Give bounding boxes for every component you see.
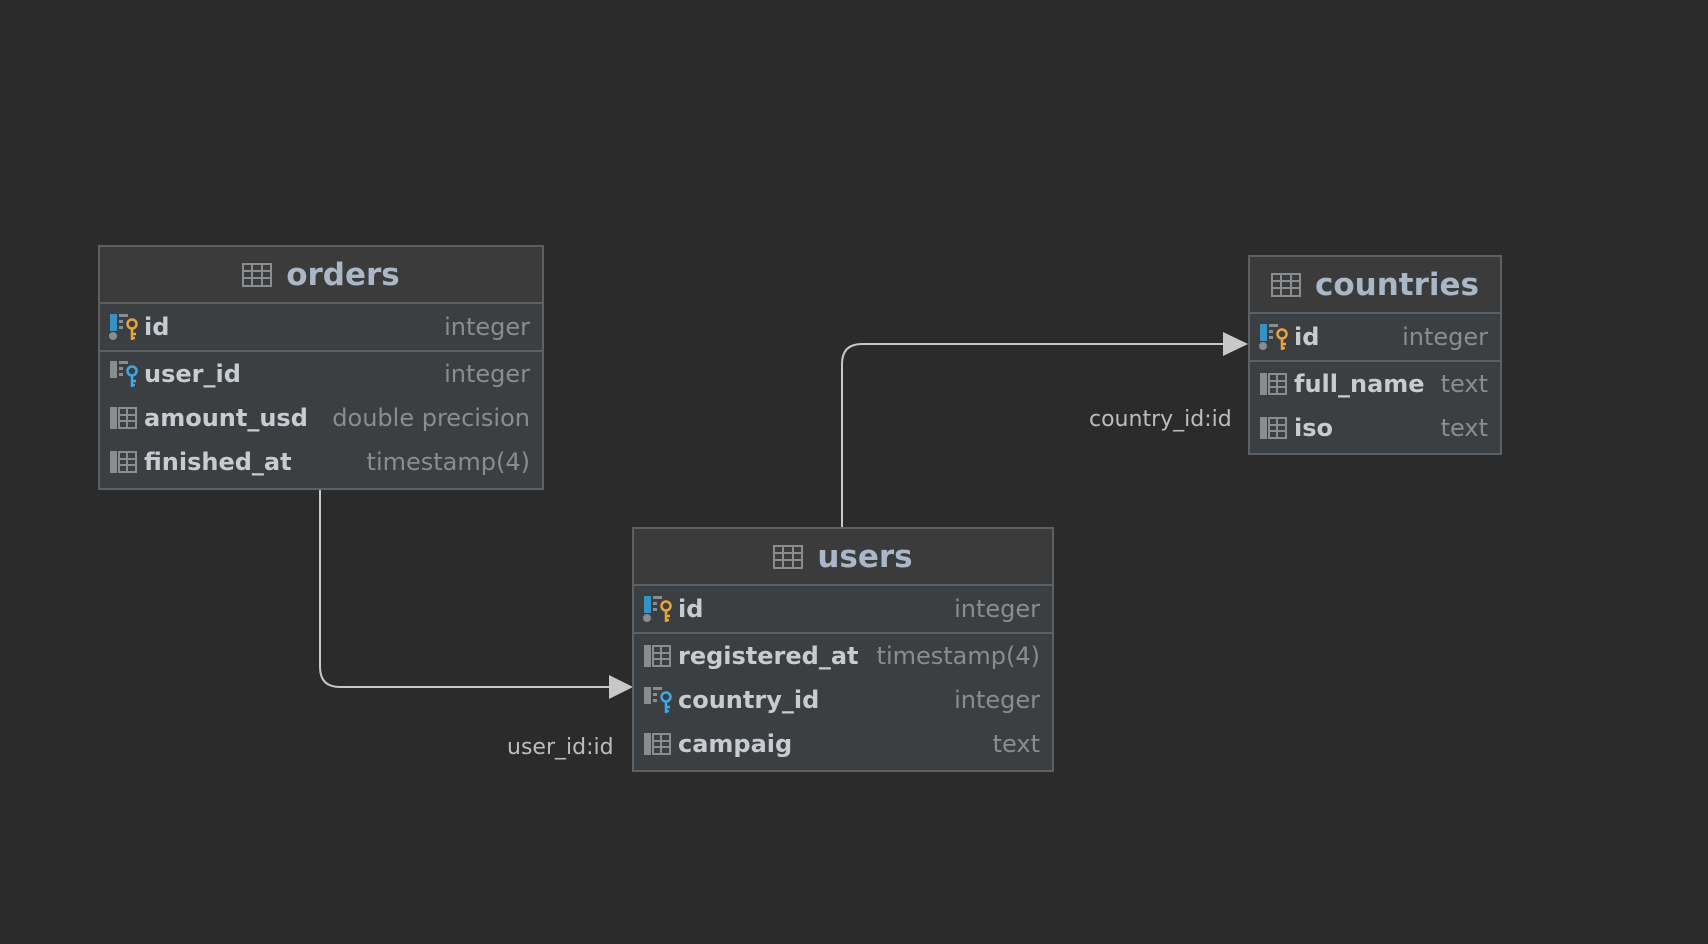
column-icon xyxy=(1259,369,1289,399)
column-type: timestamp(4) xyxy=(876,642,1040,670)
primary-key-column-icon xyxy=(1259,322,1289,352)
table-icon xyxy=(773,544,804,569)
column-name: id xyxy=(144,313,170,341)
column-icon xyxy=(643,729,673,759)
column-row[interactable]: id integer xyxy=(634,586,1052,634)
column-name: id xyxy=(678,595,704,623)
column-type: integer xyxy=(444,360,530,388)
table-title: countries xyxy=(1314,266,1480,303)
column-name: finished_at xyxy=(144,448,292,476)
table-header[interactable]: users xyxy=(634,529,1052,586)
primary-key-column-icon xyxy=(109,312,139,342)
relation-orders-users[interactable] xyxy=(319,489,633,699)
column-icon xyxy=(109,447,139,477)
table-header[interactable]: orders xyxy=(100,247,542,304)
table-icon xyxy=(1270,272,1301,297)
table-title: orders xyxy=(286,256,400,293)
column-name: user_id xyxy=(144,360,241,388)
column-row[interactable]: user_id integer xyxy=(100,352,542,396)
column-row[interactable]: finished_at timestamp(4) xyxy=(100,440,542,484)
table-users[interactable]: users id integer registered_at timestamp… xyxy=(632,527,1054,772)
column-type: integer xyxy=(1402,323,1488,351)
column-type: text xyxy=(1440,370,1488,398)
arrowhead-icon xyxy=(609,675,633,699)
relation-label-country-id: country_id:id xyxy=(1089,407,1232,432)
column-name: registered_at xyxy=(678,642,859,670)
column-row[interactable]: id integer xyxy=(1250,314,1500,362)
column-icon xyxy=(109,403,139,433)
foreign-key-column-icon xyxy=(109,359,139,389)
table-orders[interactable]: orders id integer user_id integer amount… xyxy=(98,245,544,490)
column-name: id xyxy=(1294,323,1320,351)
table-header[interactable]: countries xyxy=(1250,257,1500,314)
column-name: country_id xyxy=(678,686,820,714)
column-type: integer xyxy=(954,595,1040,623)
table-title: users xyxy=(817,538,913,575)
column-type: double precision xyxy=(332,404,530,432)
column-row[interactable]: campaig text xyxy=(634,722,1052,766)
column-name: full_name xyxy=(1294,370,1425,398)
column-icon xyxy=(1259,413,1289,443)
relation-users-countries[interactable] xyxy=(841,332,1248,527)
column-name: campaig xyxy=(678,730,793,758)
column-row[interactable]: id integer xyxy=(100,304,542,352)
column-row[interactable]: full_name text xyxy=(1250,362,1500,406)
relation-label-user-id: user_id:id xyxy=(507,735,614,760)
column-row[interactable]: registered_at timestamp(4) xyxy=(634,634,1052,678)
column-type: integer xyxy=(954,686,1040,714)
column-row[interactable]: amount_usd double precision xyxy=(100,396,542,440)
column-name: amount_usd xyxy=(144,404,308,432)
table-icon xyxy=(242,262,273,287)
foreign-key-column-icon xyxy=(643,685,673,715)
table-countries[interactable]: countries id integer full_name text iso … xyxy=(1248,255,1502,455)
column-row[interactable]: country_id integer xyxy=(634,678,1052,722)
arrowhead-icon xyxy=(1223,332,1248,356)
column-type: integer xyxy=(444,313,530,341)
column-row[interactable]: iso text xyxy=(1250,406,1500,450)
column-name: iso xyxy=(1294,414,1333,442)
primary-key-column-icon xyxy=(643,594,673,624)
column-type: text xyxy=(1440,414,1488,442)
column-type: timestamp(4) xyxy=(366,448,530,476)
column-type: text xyxy=(992,730,1040,758)
column-icon xyxy=(643,641,673,671)
